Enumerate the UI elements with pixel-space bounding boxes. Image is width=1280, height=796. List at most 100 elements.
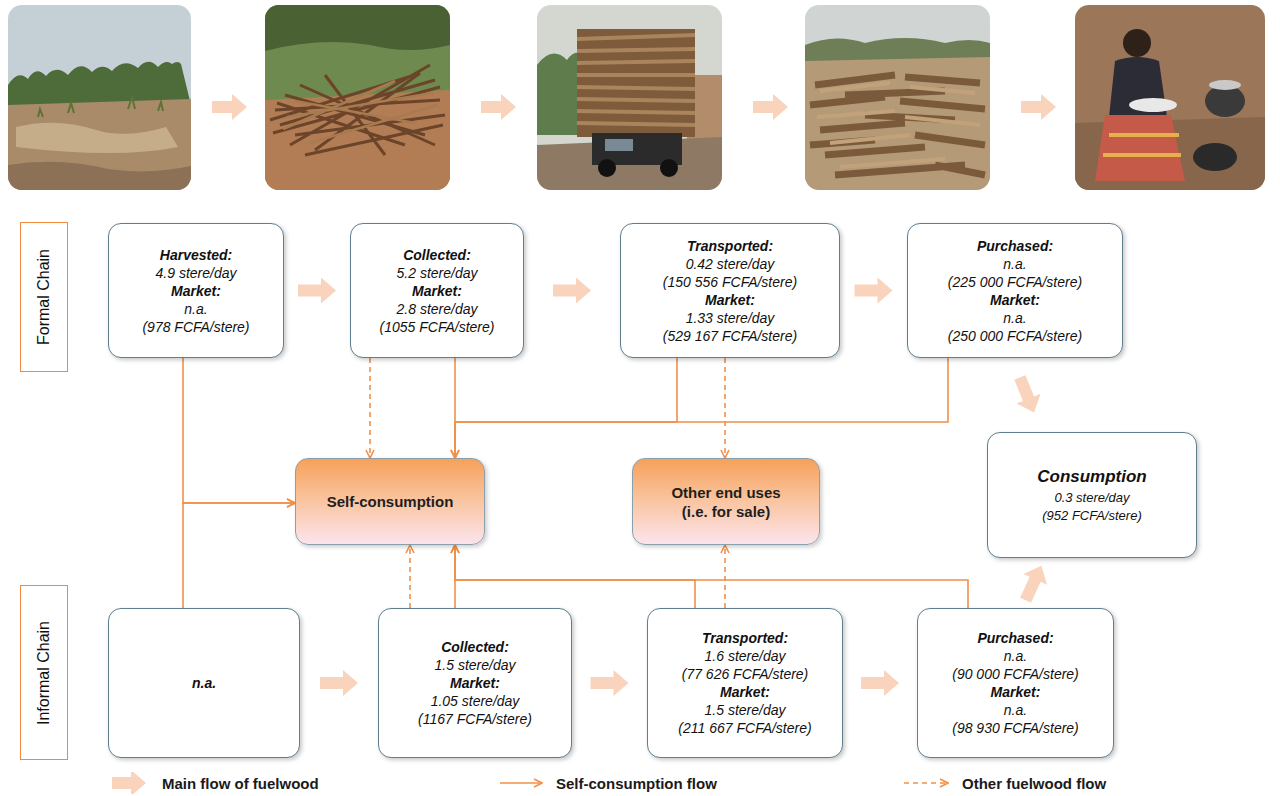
node-text: (225 000 FCFA/stere): [948, 273, 1082, 291]
node-text: 1.5 stere/day: [705, 701, 786, 719]
node-text: 1.05 stere/day: [431, 692, 520, 710]
node-text: Purchased:: [977, 629, 1053, 647]
node-text: n.a.: [192, 674, 216, 692]
log-heaps: [810, 75, 985, 175]
stage-box: Transported:1.6 stere/day(77 626 FCFA/st…: [647, 608, 843, 758]
node-text: (1055 FCFA/stere): [380, 318, 495, 336]
node-text: n.a.: [1004, 647, 1027, 665]
legend-item: Self-consumption flow: [496, 772, 717, 794]
other-flow: [724, 545, 726, 608]
node-text: Harvested:: [160, 246, 232, 264]
node-text: Market:: [450, 674, 500, 692]
ground: [805, 57, 990, 190]
node-text: (211 667 FCFA/stere): [678, 719, 811, 737]
node-text: 5.2 stere/day: [397, 264, 478, 282]
node-text: n.a.: [1004, 701, 1027, 719]
windscreen: [605, 139, 633, 151]
legend-text: Other fuelwood flow: [962, 775, 1106, 792]
stage-box: Purchased:n.a.(90 000 FCFA/stere)Market:…: [917, 608, 1114, 758]
node-text: (98 930 FCFA/stere): [952, 719, 1079, 737]
node-text: Formal Chain: [35, 249, 53, 345]
stick-pile: [270, 65, 445, 155]
savanna-photo: [8, 5, 191, 190]
node-text: 0.42 stere/day: [686, 255, 775, 273]
main-flow-arrow: [1020, 566, 1047, 603]
logs: [577, 35, 695, 125]
legend-text: Self-consumption flow: [556, 775, 717, 792]
node-text: Self-consumption: [327, 492, 454, 511]
node-text: Market:: [705, 291, 755, 309]
node-text: n.a.: [1003, 255, 1026, 273]
node-text: Market:: [412, 282, 462, 300]
main-flow-arrow: [591, 670, 629, 696]
wall: [1075, 5, 1265, 190]
bare-patch: [16, 123, 178, 153]
wheel: [598, 159, 616, 177]
node-text: Consumption: [1037, 465, 1147, 489]
node-text: 1.6 stere/day: [705, 647, 786, 665]
node-text: Market:: [720, 683, 770, 701]
node-text: Market:: [991, 683, 1041, 701]
self-consumption-flow: [455, 358, 677, 458]
wheel: [660, 159, 678, 177]
flow-arrow: [1021, 94, 1056, 120]
node-text: n.a.: [1003, 309, 1026, 327]
skirt-pattern: [1103, 135, 1181, 155]
main-flow-arrow: [855, 278, 893, 304]
node-text: (952 FCFA/stere): [1042, 507, 1141, 525]
cooking-photo: [1075, 5, 1265, 190]
node-text: Other end uses (i.e. for sale): [659, 483, 794, 521]
stage-box: Transported:0.42 stere/day(150 556 FCFA/…: [620, 223, 840, 358]
main-flow-arrow: [298, 278, 336, 304]
legend-swatch: [900, 772, 954, 794]
skirt: [1095, 115, 1185, 181]
ground: [8, 99, 191, 190]
node-text: 1.5 stere/day: [435, 656, 516, 674]
consumption-box: Consumption0.3 stere/day(952 FCFA/stere): [987, 432, 1197, 558]
sky: [8, 5, 191, 190]
foliage: [265, 5, 450, 190]
stage-box: Purchased:n.a.(225 000 FCFA/stere)Market…: [907, 223, 1123, 358]
legend-swatch: [496, 772, 548, 794]
node-text: (90 000 FCFA/stere): [952, 665, 1079, 683]
truck-photo: [537, 5, 722, 190]
flow-arrow: [212, 94, 247, 120]
stove: [1193, 143, 1237, 171]
node-text: 1.33 stere/day: [686, 309, 775, 327]
other-flow-sample: [904, 782, 948, 784]
log-highlights: [817, 83, 980, 167]
end-use-box: Self-consumption: [295, 458, 485, 545]
other-flow: [369, 358, 371, 458]
end-use-box: Other end uses (i.e. for sale): [632, 458, 820, 545]
main-flow-arrow: [861, 670, 899, 696]
self-consumption-flow: [183, 503, 295, 608]
main-flow-arrow: [320, 670, 358, 696]
grass: [38, 97, 163, 117]
node-text: Collected:: [403, 246, 471, 264]
log-load: [577, 29, 695, 137]
legend-swatch: [108, 772, 154, 794]
flow-arrow: [753, 94, 788, 120]
sky: [805, 5, 990, 190]
lid: [1209, 80, 1241, 90]
stage-box: Collected:5.2 stere/dayMarket:2.8 stere/…: [350, 223, 524, 358]
node-text: (529 167 FCFA/stere): [663, 327, 797, 345]
node-text: (150 556 FCFA/stere): [663, 273, 797, 291]
node-text: Collected:: [441, 638, 509, 656]
node-text: n.a.: [184, 300, 207, 318]
bowl: [1129, 98, 1177, 112]
other-flow: [724, 358, 726, 458]
sky: [537, 5, 722, 190]
main-flow-arrow: [553, 278, 591, 304]
soil: [8, 162, 191, 190]
node-text: 2.8 stere/day: [397, 300, 478, 318]
self-consumption-flow: [455, 358, 948, 458]
legend-text: Main flow of fuelwood: [162, 775, 319, 792]
trees: [265, 5, 450, 51]
chain-label: Formal Chain: [20, 222, 68, 372]
node-text: Purchased:: [977, 237, 1053, 255]
other-flow: [409, 545, 411, 608]
node-text: Transported:: [702, 629, 788, 647]
